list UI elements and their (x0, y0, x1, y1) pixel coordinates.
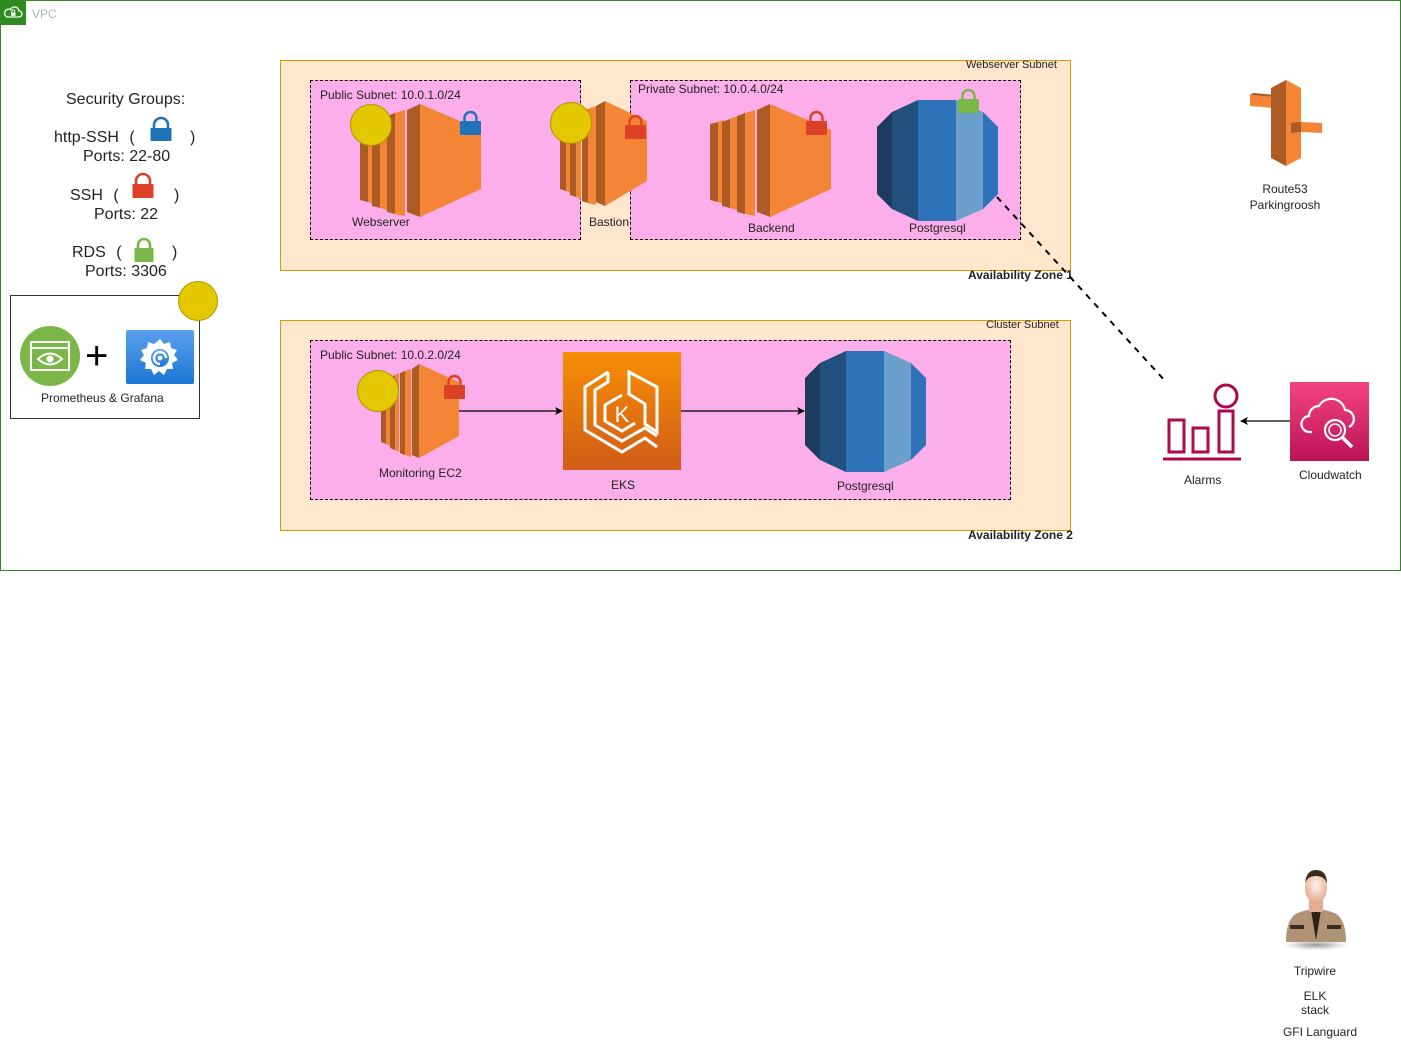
sg-rds: RDS ( (72, 244, 122, 261)
rds-database-icon (877, 100, 998, 221)
eks-glyph: K (615, 402, 630, 427)
az2-label: Availability Zone 2 (968, 528, 1073, 542)
dashed-connector (996, 196, 1168, 384)
lock-icon (958, 88, 979, 113)
connector-arrow (681, 407, 805, 415)
lock-icon (132, 172, 154, 198)
sg-ports: Ports: 22-80 (83, 148, 171, 165)
lock-icon (150, 116, 172, 141)
sg-ports: Ports: 22 (94, 206, 159, 223)
vpc-badge (0, 0, 26, 25)
alarms-icon[interactable] (1163, 383, 1243, 463)
security-guard-icon (1284, 870, 1348, 950)
sg-name: RDS (72, 244, 106, 261)
cloud-lock-icon (3, 6, 23, 18)
status-marker (178, 281, 218, 321)
cloudwatch-label: Cloudwatch (1299, 468, 1362, 482)
public-subnet-2-label: Public Subnet: 10.0.2.0/24 (320, 348, 461, 362)
route53-icon[interactable] (1250, 80, 1322, 166)
tripwire-label: Tripwire (1293, 964, 1337, 978)
gfi-languard-label: GFI Languard (1282, 1025, 1358, 1039)
plus-sign: + (85, 334, 109, 378)
lock-icon (806, 110, 827, 135)
cluster-subnet-label: Cluster Subnet (986, 319, 1059, 331)
monitoring-box-label: Prometheus & Grafana (41, 391, 164, 405)
lock-icon (625, 114, 646, 139)
webserver-subnet-label: Webserver Subnet (966, 59, 1057, 71)
lock-icon (444, 374, 465, 399)
status-marker (350, 104, 392, 146)
postgresql-label: Postgresql (909, 221, 966, 235)
vpc-label: VPC (32, 7, 57, 21)
route53-label: Route53 Parkingroosh (1249, 182, 1321, 212)
prometheus-icon (20, 326, 80, 386)
sg-name: http-SSH (54, 129, 119, 146)
elk-stack-label: ELK stack (1300, 989, 1329, 1017)
lock-icon (460, 110, 481, 135)
backend-label: Backend (748, 221, 795, 235)
sg-http-ssh: http-SSH ( (54, 129, 135, 146)
status-marker (357, 370, 399, 412)
security-groups-title: Security Groups: (66, 91, 186, 108)
lock-icon (134, 237, 154, 262)
sg-ssh: SSH ( (70, 187, 119, 204)
sg-ports: Ports: 3306 (85, 263, 167, 280)
alarms-label: Alarms (1184, 473, 1222, 487)
private-subnet-label: Private Subnet: 10.0.4.0/24 (638, 82, 784, 96)
cloudwatch-icon[interactable] (1290, 382, 1369, 461)
webserver-label: Webserver (352, 215, 410, 229)
status-marker (550, 102, 592, 144)
postgresql-label: Postgresql (837, 479, 894, 493)
connector-arrow (1240, 417, 1291, 425)
sg-name: SSH (70, 187, 103, 204)
connector-arrow (459, 407, 563, 415)
eks-icon[interactable]: K (563, 352, 681, 470)
eks-label: EKS (611, 478, 636, 492)
bastion-label: Bastion (589, 215, 630, 229)
rds-database-icon (805, 351, 926, 472)
monitoring-ec2-label: Monitoring EC2 (379, 466, 462, 480)
public-subnet-1-label: Public Subnet: 10.0.1.0/24 (320, 88, 461, 102)
grafana-icon (126, 330, 194, 384)
az1-label: Availability Zone 1 (968, 268, 1073, 282)
